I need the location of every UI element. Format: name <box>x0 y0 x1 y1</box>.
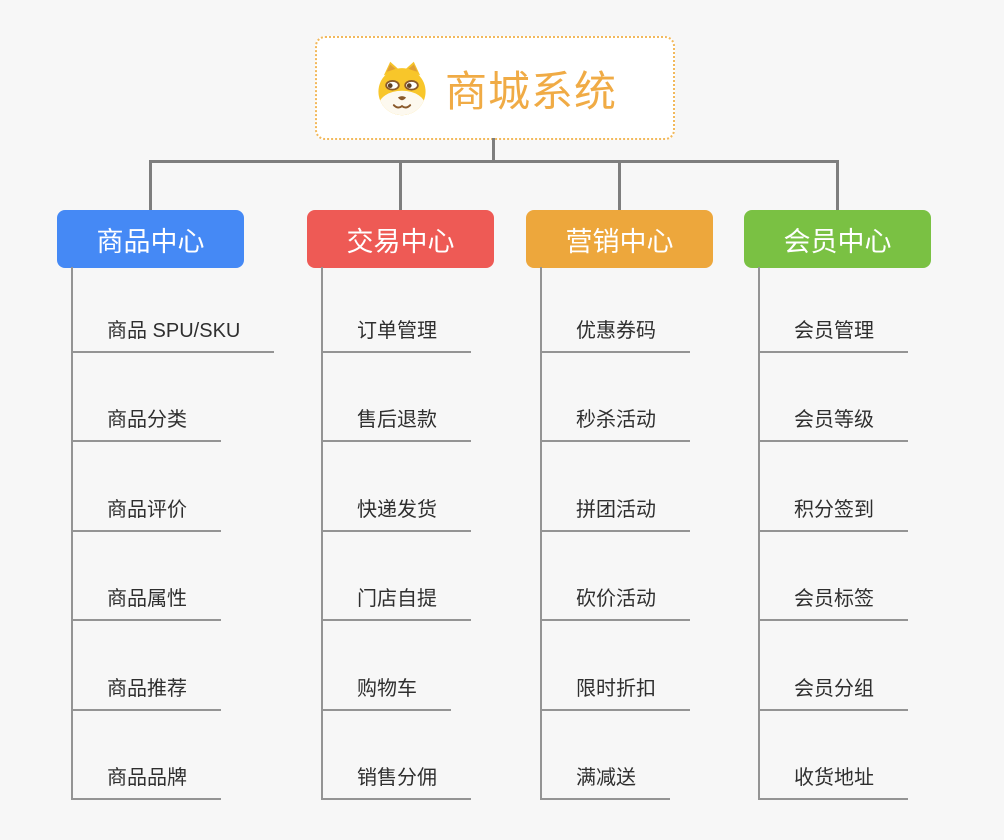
leaf-node[interactable]: 商品属性 <box>73 585 221 621</box>
leaf-node[interactable]: 商品推荐 <box>73 675 221 711</box>
connector-line <box>149 160 152 210</box>
leaf-node[interactable]: 会员标签 <box>760 585 908 621</box>
leaf-node[interactable]: 快递发货 <box>323 496 471 532</box>
leaf-node[interactable]: 门店自提 <box>323 585 471 621</box>
branch-product-center: 商品中心 商品 SPU/SKU 商品分类 商品评价 商品属性 商品推荐 商品品牌 <box>57 210 275 800</box>
leaf-node[interactable]: 订单管理 <box>323 317 471 353</box>
branch-node[interactable]: 营销中心 <box>526 210 713 268</box>
leaf-node[interactable]: 商品 SPU/SKU <box>73 317 275 353</box>
leaf-node[interactable]: 商品评价 <box>73 496 221 532</box>
leaf-node[interactable]: 会员等级 <box>760 406 908 442</box>
leaf-node[interactable]: 会员分组 <box>760 675 908 711</box>
leaf-node[interactable]: 商品品牌 <box>73 764 221 800</box>
root-topic-label: 商城系统 <box>444 67 617 115</box>
leaf-node[interactable]: 会员管理 <box>760 317 908 353</box>
connector-line <box>492 138 495 163</box>
connector-line <box>618 160 621 210</box>
connector-line <box>149 160 839 163</box>
leaf-node[interactable]: 购物车 <box>323 675 451 711</box>
leaf-node[interactable]: 砍价活动 <box>542 585 690 621</box>
connector-line <box>399 160 402 210</box>
leaf-node[interactable]: 商品分类 <box>73 406 221 442</box>
branch-node[interactable]: 交易中心 <box>307 210 494 268</box>
connector-line <box>836 160 839 210</box>
dog-face-icon <box>378 61 426 116</box>
leaf-node[interactable]: 限时折扣 <box>542 675 690 711</box>
leaf-node[interactable]: 销售分佣 <box>323 764 471 800</box>
branch-trade-center: 交易中心 订单管理 售后退款 快递发货 门店自提 购物车 销售分佣 <box>307 210 494 800</box>
branch-member-center: 会员中心 会员管理 会员等级 积分签到 会员标签 会员分组 收货地址 <box>744 210 931 800</box>
leaf-node[interactable]: 优惠券码 <box>542 317 690 353</box>
branch-node[interactable]: 商品中心 <box>57 210 244 268</box>
branch-children: 会员管理 会员等级 积分签到 会员标签 会员分组 收货地址 <box>758 267 908 800</box>
leaf-node[interactable]: 积分签到 <box>760 496 908 532</box>
branch-children: 优惠券码 秒杀活动 拼团活动 砍价活动 限时折扣 满减送 <box>540 267 690 800</box>
leaf-node[interactable]: 秒杀活动 <box>542 406 690 442</box>
leaf-node[interactable]: 满减送 <box>542 764 670 800</box>
branch-children: 订单管理 售后退款 快递发货 门店自提 购物车 销售分佣 <box>321 267 471 800</box>
branch-marketing-center: 营销中心 优惠券码 秒杀活动 拼团活动 砍价活动 限时折扣 满减送 <box>526 210 713 800</box>
branch-children: 商品 SPU/SKU 商品分类 商品评价 商品属性 商品推荐 商品品牌 <box>71 267 275 800</box>
leaf-node[interactable]: 售后退款 <box>323 406 471 442</box>
leaf-node[interactable]: 收货地址 <box>760 764 908 800</box>
leaf-node[interactable]: 拼团活动 <box>542 496 690 532</box>
branch-node[interactable]: 会员中心 <box>744 210 931 268</box>
root-topic[interactable]: 商城系统 <box>315 36 675 140</box>
